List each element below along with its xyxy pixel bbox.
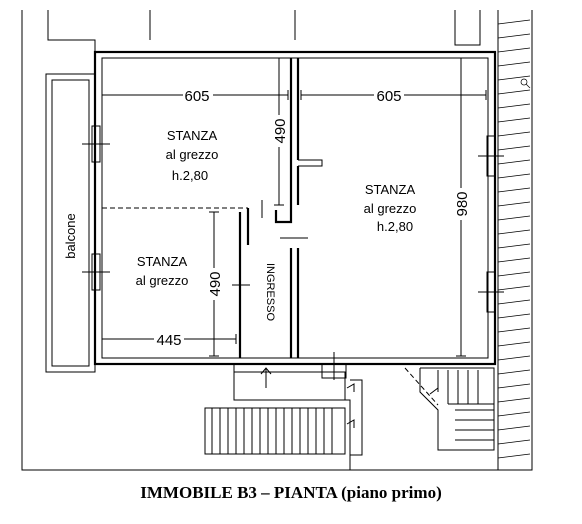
entrance-area (204, 352, 495, 470)
dimension-top-left-depth: 490 (272, 118, 289, 143)
room-name: STANZA (167, 128, 218, 143)
dimension-lines (101, 57, 487, 357)
plan-caption: IMMOBILE B3 – PIANTA (piano primo) (140, 483, 442, 502)
dimension-right-depth: 980 (454, 191, 471, 216)
dimension-bottom-left-depth: 490 (207, 271, 224, 296)
entrance-label: INGRESSO (264, 263, 276, 322)
floor-plan: 605 605 490 490 445 980 STANZA al grezzo… (21, 10, 533, 471)
outer-lines (21, 10, 533, 471)
windows (82, 125, 504, 313)
room-name: STANZA (137, 254, 188, 269)
room-height: h.2,80 (172, 168, 208, 183)
room-finish: al grezzo (136, 273, 189, 288)
room-height: h.2,80 (377, 219, 413, 234)
room-finish: al grezzo (364, 201, 417, 216)
dimension-bottom-left-width: 445 (156, 332, 181, 349)
interior-walls (102, 58, 323, 358)
room-label-bottom-left: STANZA al grezzo (136, 254, 189, 288)
room-name: STANZA (365, 182, 416, 197)
dimension-top-left-width: 605 (184, 88, 209, 105)
balcony-label: balcone (63, 213, 78, 259)
room-label-right: STANZA al grezzo h.2,80 (364, 182, 417, 234)
room-finish: al grezzo (166, 147, 219, 162)
dimension-top-right-width: 605 (376, 88, 401, 105)
room-label-top-left: STANZA al grezzo h.2,80 (166, 128, 219, 183)
roof-hatch (497, 10, 531, 470)
balcony (45, 73, 96, 373)
